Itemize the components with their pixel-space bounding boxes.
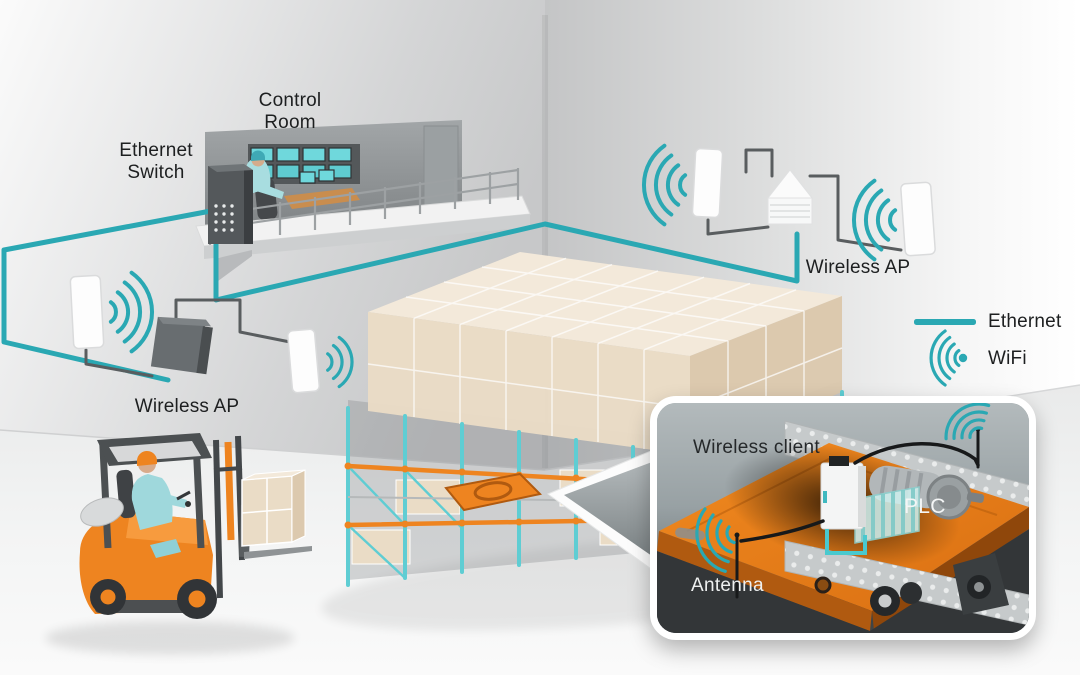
inset-artwork	[657, 403, 1029, 633]
legend-wifi-label: WiFi	[988, 348, 1027, 369]
wireless-client-device	[820, 456, 867, 555]
wireless-ap-group-left	[69, 270, 354, 394]
railing	[208, 168, 520, 245]
panel-antenna	[69, 274, 105, 350]
wifi-arcs	[108, 270, 155, 354]
shuttle-wheels	[814, 553, 1009, 616]
plc-label: PLC	[904, 495, 946, 518]
panel-antenna	[287, 328, 320, 394]
wifi-arcs	[851, 178, 898, 262]
forklift	[45, 433, 312, 655]
ap-box-left	[150, 316, 213, 375]
wifi-arcs	[944, 403, 991, 441]
ethernet-switch-cabinet	[208, 164, 253, 244]
ethernet-line-icon	[914, 319, 976, 325]
legend	[914, 319, 976, 387]
wheels	[90, 579, 217, 619]
inset-callout: Wireless client PLC Antenna	[650, 396, 1036, 640]
panel-antenna	[691, 147, 724, 219]
ethernet-run-right	[213, 207, 800, 303]
carton-grid	[367, 257, 843, 449]
wireless-ap-left-label: Wireless AP	[134, 396, 240, 417]
wifi-arcs	[326, 335, 354, 389]
control-room-label: Control Room	[258, 90, 322, 133]
wifi-arcs	[695, 507, 736, 573]
wireless-client-label: Wireless client	[693, 437, 820, 458]
ethernet-switch-label: Ethernet Switch	[119, 140, 193, 183]
carried-boxes	[241, 469, 306, 547]
propane-tank	[80, 497, 124, 527]
panel-antenna	[900, 181, 936, 257]
wireless-ap-group-right	[641, 143, 936, 262]
legend-ethernet-label: Ethernet	[988, 311, 1062, 332]
pallet-shuttle	[444, 472, 543, 512]
control-room	[195, 120, 531, 284]
antenna-label: Antenna	[691, 575, 764, 596]
wireless-ap-right-label: Wireless AP	[805, 257, 911, 278]
antenna-cables	[735, 427, 980, 599]
wifi-icon	[929, 329, 961, 387]
wifi-arcs	[641, 143, 688, 227]
ap-box-right	[766, 169, 814, 225]
